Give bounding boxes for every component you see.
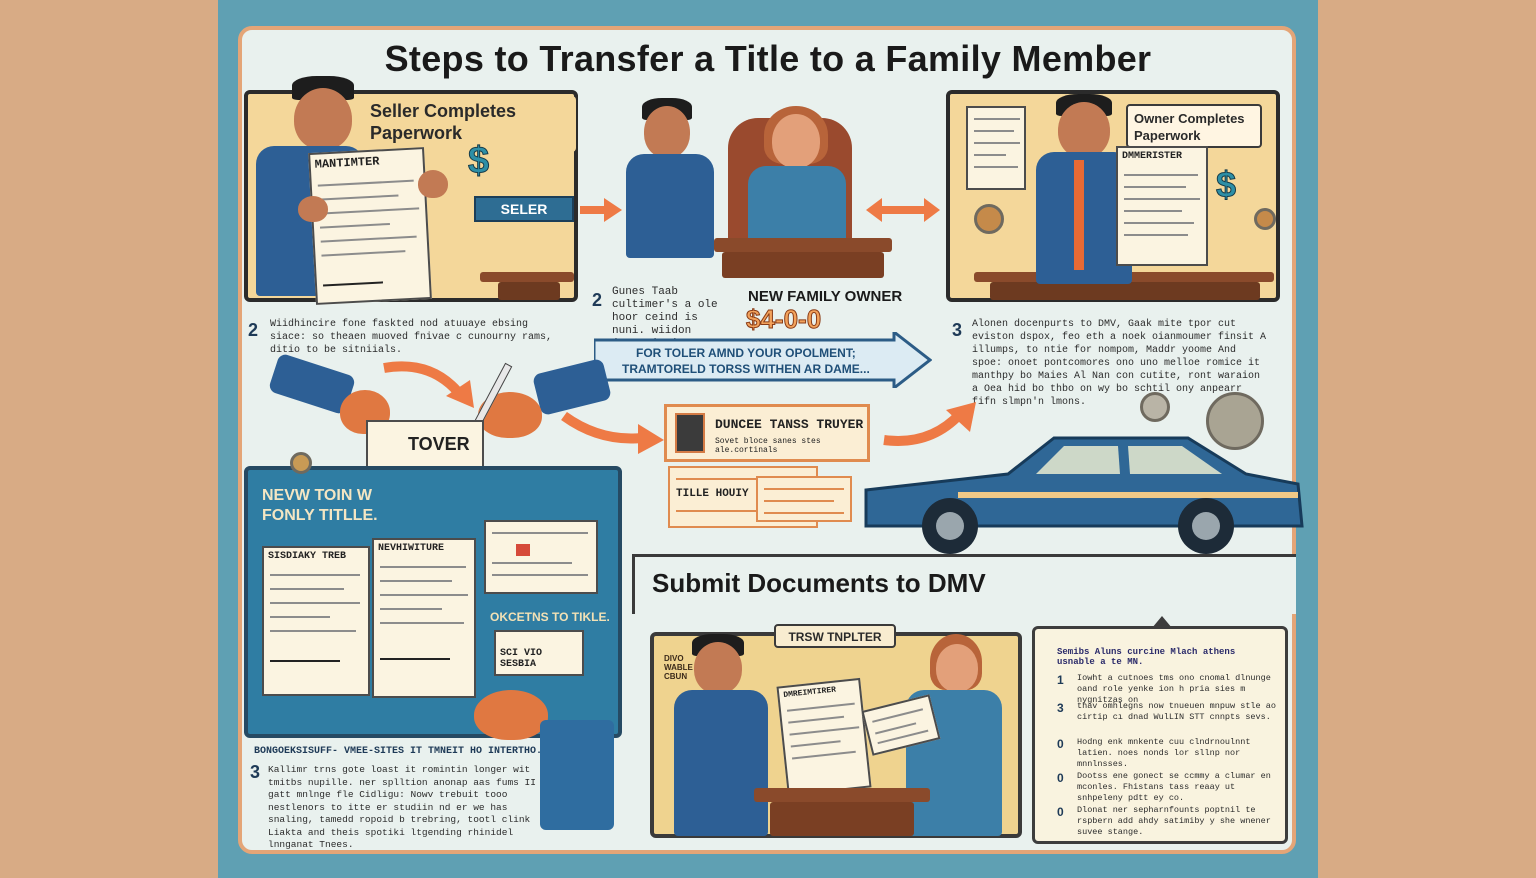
item-text: Dlonat ner sepharnfounts poptnil te rspb… xyxy=(1077,805,1271,837)
item-text: Iowht a cutnoes tms ono cnomal dlnunge o… xyxy=(1077,673,1271,705)
seller-hand xyxy=(298,196,328,222)
woman-head xyxy=(936,644,978,692)
seller-sign: SELER xyxy=(474,196,574,222)
document-header: NEVHIWITURE xyxy=(378,543,445,554)
counter-front xyxy=(770,802,914,836)
arrow-right-icon xyxy=(580,198,622,222)
desk xyxy=(480,272,574,282)
banner-arrow-shape xyxy=(594,332,932,388)
step-heading: BONGOEKSISUFF- VMEE-SITES IT TMNEIT HO I… xyxy=(254,746,543,757)
desk xyxy=(714,238,892,252)
new-title-caption: NEVW TOIN W FONLY TITLLE. xyxy=(262,487,378,524)
owner-wall-document xyxy=(966,106,1026,190)
info-box-label: SCI VIO SESBIA xyxy=(500,648,543,670)
item-number: 1 xyxy=(1057,673,1064,687)
price-amount: $4-0-0 xyxy=(745,304,822,335)
item-number: 0 xyxy=(1057,805,1064,819)
seller-document: MANTIMTER xyxy=(308,147,432,305)
seller-hand xyxy=(418,170,448,198)
scene-tag: TRSW TNPLTER xyxy=(774,624,896,648)
man-suit xyxy=(674,690,768,836)
owner-caption: Owner Completes Paperwork xyxy=(1126,104,1262,148)
seal-icon xyxy=(974,204,1004,234)
document-header: DMMERISTER xyxy=(1122,151,1183,162)
man-head xyxy=(644,106,690,158)
owner-head xyxy=(1058,102,1110,158)
form-subtext: Sovet bloce sanes stes ale.cortinals xyxy=(715,437,821,455)
step-number: 2 xyxy=(592,290,603,310)
car-image xyxy=(864,436,1304,554)
step-bottom-text: Kallimr trns gote loast it romintin long… xyxy=(268,764,536,850)
owner-document: DMMERISTER xyxy=(1116,146,1208,266)
hand-with-pen xyxy=(474,690,548,740)
item-text: Dootss ene gonect se ccmmy a clumar en m… xyxy=(1077,771,1271,803)
double-arrow-icon xyxy=(866,198,940,222)
dollar-icon: $ xyxy=(1215,164,1237,206)
title-form-side xyxy=(756,476,852,522)
sleeve xyxy=(540,720,614,830)
okcetns-label: OKCETNS TO TIKLE. xyxy=(490,610,610,624)
section-subhead: Submit Documents to DMV xyxy=(652,568,986,598)
item-number: 0 xyxy=(1057,737,1064,751)
new-title-document-left: SISDIAKY TREB xyxy=(262,546,370,696)
red-marker xyxy=(516,544,530,556)
new-family-owner-label: NEW FAMILY OWNER xyxy=(748,288,903,305)
document-header: DMREIMTIRER xyxy=(782,685,837,700)
seller-head xyxy=(294,88,352,150)
item-text: Hodng enk mnkente cuu clndrnoulnnt latie… xyxy=(1077,737,1251,769)
form-field: TILLE HOUIY xyxy=(676,488,749,500)
curved-arrow-icon xyxy=(561,412,664,454)
man-head xyxy=(694,642,742,694)
seal-icon xyxy=(1140,392,1170,422)
page-title: Steps to Transfer a Title to a Family Me… xyxy=(384,38,1152,79)
side-label: DIVO WABLE CBUN xyxy=(664,654,693,681)
requirements-checklist: Semibs Aluns curcine Mlach athens usnabl… xyxy=(1032,626,1288,844)
avatar-icon xyxy=(675,413,705,453)
man-suit xyxy=(626,154,714,258)
document-header: MANTIMTER xyxy=(314,154,380,172)
banner-line-1: FOR TOLER AMND YOUR OPOLMENT; xyxy=(636,346,856,360)
desk-leg xyxy=(498,282,560,300)
card-title: TOVER xyxy=(408,434,470,454)
title-sheet-right xyxy=(484,520,598,594)
callout-pointer xyxy=(1152,616,1172,628)
curved-arrow-icon xyxy=(383,361,474,408)
woman-head xyxy=(772,114,820,168)
form-header: DUNCEE TANSS TRUYER xyxy=(715,417,864,432)
document-header: SISDIAKY TREB xyxy=(268,551,347,562)
title-form: DUNCEE TANSS TRUYER Sovet bloce sanes st… xyxy=(664,404,870,462)
checklist-heading: Semibs Aluns curcine Mlach athens usnabl… xyxy=(1057,647,1236,667)
dollar-icon: $ xyxy=(467,140,490,183)
seal-icon xyxy=(1254,208,1276,230)
step-1-text: Wiidhincire fone faskted nod atuuaye ebs… xyxy=(270,319,553,356)
step-3-text: Alonen docenpurts to DMV, Gaak mite tpor… xyxy=(972,319,1267,408)
curved-arrow-icon xyxy=(883,402,976,446)
info-box: SCI VIO SESBIA xyxy=(494,630,584,676)
woman-top xyxy=(748,166,846,246)
seller-caption: Seller Completes Paperwork xyxy=(364,96,576,152)
step-number: 2 xyxy=(248,320,259,340)
banner-line-2: TRAMTORELD TORSS WITHEN AR DAME... xyxy=(622,362,870,376)
subhead-box xyxy=(632,554,1296,614)
counter xyxy=(754,788,930,802)
dmv-document: DMREIMTIRER xyxy=(776,677,872,797)
owner-tie xyxy=(1074,160,1084,270)
desk-front xyxy=(722,252,884,278)
new-title-document-middle: NEVHIWITURE xyxy=(372,538,476,698)
item-number: 0 xyxy=(1057,771,1064,785)
seal-icon xyxy=(1206,392,1264,450)
item-number: 3 xyxy=(1057,701,1064,715)
item-text: thav omhlegns now tnueuen mnpuw stle ao … xyxy=(1077,701,1276,722)
pin-icon xyxy=(290,452,312,474)
step-number: 3 xyxy=(250,762,261,782)
step-number: 3 xyxy=(952,320,963,340)
desk-front xyxy=(990,282,1260,300)
